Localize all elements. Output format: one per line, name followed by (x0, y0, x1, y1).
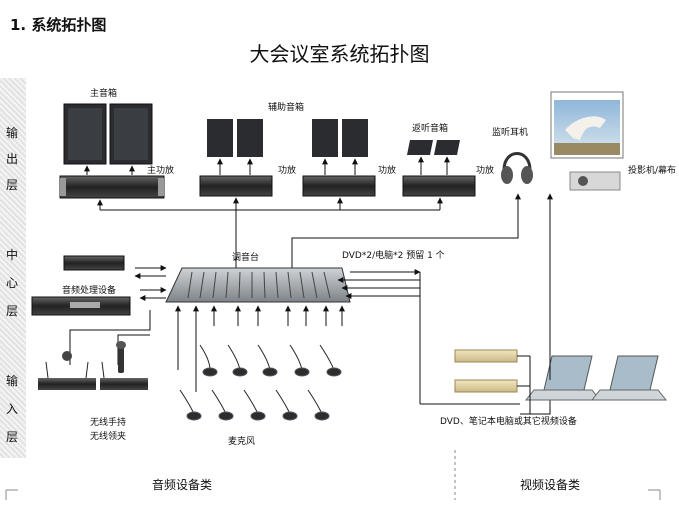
label-main-speaker: 主音箱 (90, 89, 118, 99)
audio-processor (31, 296, 131, 316)
layer-input-char-2: 入 (6, 402, 19, 416)
gooseneck-mics (179, 344, 342, 421)
amplifier-1 (199, 175, 273, 197)
amplifier-2 (302, 175, 376, 197)
processor-arrows (134, 265, 421, 301)
laptop-1 (524, 355, 602, 401)
label-wireless-handheld: 无线手持 (90, 418, 127, 428)
layer-output-char-3: 层 (6, 178, 19, 192)
amplifier-3 (402, 175, 476, 197)
layer-output-char-2: 出 (6, 152, 19, 166)
aux-speakers (207, 119, 368, 157)
footer-video-category: 视频设备类 (520, 478, 581, 492)
amp-to-speaker-arrows (84, 156, 450, 175)
diagram-title: 大会议室系统拓扑图 (249, 42, 430, 66)
label-main-amp: 主功放 (147, 166, 175, 176)
projector-screen (550, 91, 624, 159)
section-heading: 1. 系统拓扑图 (10, 16, 107, 34)
headphone-icon (501, 152, 533, 184)
label-mic: 麦克风 (228, 437, 256, 447)
label-projector: 投影机/幕布 (628, 166, 677, 176)
layer-center-char-3: 层 (6, 304, 19, 318)
label-amp-3: 功放 (476, 166, 495, 176)
label-return-speaker: 返听音箱 (412, 124, 449, 134)
wireless-receiver-1 (38, 361, 96, 390)
layer-input-char-1: 输 (6, 374, 19, 388)
amp-bus (100, 209, 440, 268)
layer-sidebar: 输 出 层 中 心 层 输 入 层 (0, 78, 26, 458)
footer-audio-category: 音频设备类 (152, 478, 213, 492)
label-aux-speaker: 辅助音箱 (268, 103, 305, 113)
laptop-2 (590, 355, 668, 401)
mixer (165, 267, 351, 303)
label-video-sources: DVD、笔记本电脑或其它视频设备 (440, 417, 577, 427)
processor-unit-1 (63, 255, 125, 271)
mic-arrows (175, 305, 345, 326)
label-wireless-lapel: 无线领夹 (90, 432, 127, 442)
layer-input-char-3: 层 (6, 430, 19, 444)
main-speakers (63, 103, 153, 165)
handheld-mic-icon (116, 341, 126, 373)
return-speakers (407, 140, 460, 155)
label-amp-1: 功放 (278, 166, 297, 176)
wireless-receiver-2 (100, 361, 148, 390)
label-monitor-headphone: 监听耳机 (492, 128, 529, 138)
dvd-player-2 (454, 379, 518, 393)
layer-center-char-1: 中 (6, 248, 19, 262)
label-mixer: 调音台 (232, 253, 260, 263)
lapel-mic-icon (62, 351, 72, 361)
projector-icon (569, 171, 621, 191)
label-dvd-pc: DVD*2/电脑*2 预留 1 个 (342, 251, 445, 261)
layer-center-char-2: 心 (6, 276, 19, 290)
label-audio-processor: 音频处理设备 (62, 286, 117, 296)
layer-output-char-1: 输 (6, 126, 19, 140)
main-amplifier (59, 175, 165, 199)
label-amp-2: 功放 (378, 166, 397, 176)
dvd-player-1 (454, 349, 518, 363)
